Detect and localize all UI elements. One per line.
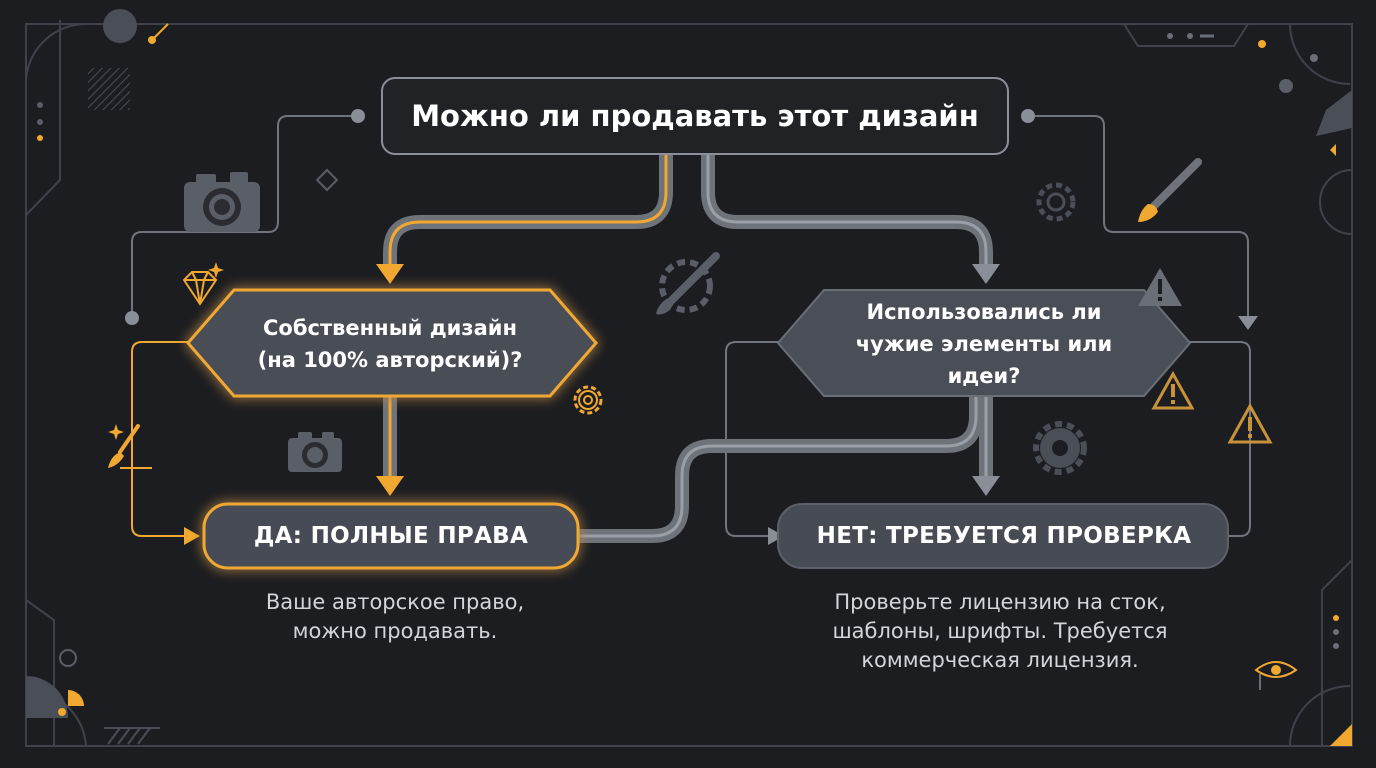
arrowhead [184,527,200,545]
decision-left-shape [186,288,598,398]
no-outcome-label: НЕТ: ТРЕБУЕТСЯ ПРОВЕРКА [816,523,1192,549]
no-outcome-note: Проверьте лицензию на сток, шаблоны, шри… [770,588,1230,675]
pipe-connectors [383,149,993,543]
yes-outcome: ДА: ПОЛНЫЕ ПРАВА [210,506,572,566]
decision-right-line-2: чужие элементы или идеи? [855,332,1113,388]
gear-brush-icon [656,252,720,315]
gear-icon [573,385,603,415]
warning-icon [1227,402,1273,444]
gear-icon [1036,182,1076,222]
warning-icon [1151,370,1195,410]
no-outcome: НЕТ: ТРЕБУЕТСЯ ПРОВЕРКА [782,506,1226,566]
eye-icon [1254,661,1298,690]
yes-outcome-label: ДА: ПОЛНЫЕ ПРАВА [253,523,529,549]
no-note-line-2: шаблоны, шрифты. Требуется [832,619,1168,643]
decision-left: Собственный дизайн (на 100% авторский)? [236,292,544,396]
diamond-outline-icon [315,168,339,192]
yes-note-line-1: Ваше авторское право, [265,590,525,614]
warning-icon [1138,268,1182,306]
yes-outcome-note: Ваше авторское право, можно продавать. [200,588,590,646]
decision-left-line-1: Собственный дизайн [263,316,517,340]
connector-dot [125,311,139,325]
arrowhead [376,264,404,284]
decision-right: Использовались ли чужие элементы или иде… [826,292,1142,396]
sparkle-icon [208,262,224,278]
camera-icon [184,172,260,232]
no-note-line-3: коммерческая лицензия. [861,648,1139,672]
connector-dot [351,109,365,123]
connector-dot [1021,109,1035,123]
decision-right-shape [776,289,1192,397]
decision-left-line-2: (на 100% авторский)? [257,348,523,372]
paintbrush-icon [108,424,152,469]
yes-outcome-shape [202,502,580,570]
root-question: Можно ли продавать этот дизайн [381,77,1009,155]
root-question-title: Можно ли продавать этот дизайн [411,99,979,133]
camera-icon [288,432,342,472]
corner-decorations [26,9,1353,746]
orange-side-connector [131,341,190,537]
no-outcome-shape [777,503,1229,569]
arrowhead [376,476,404,496]
no-note-line-1: Проверьте лицензию на сток, [834,590,1166,614]
yes-note-line-2: можно продавать. [292,619,498,643]
arrowhead [972,264,1000,284]
paintbrush-icon [1138,158,1202,222]
gear-icon [1033,421,1087,475]
arrowhead [768,527,784,545]
decision-right-line-1: Использовались ли [866,300,1102,324]
arrowhead [972,476,1000,496]
arrowhead [1238,316,1258,330]
diamond-icon [182,271,218,306]
